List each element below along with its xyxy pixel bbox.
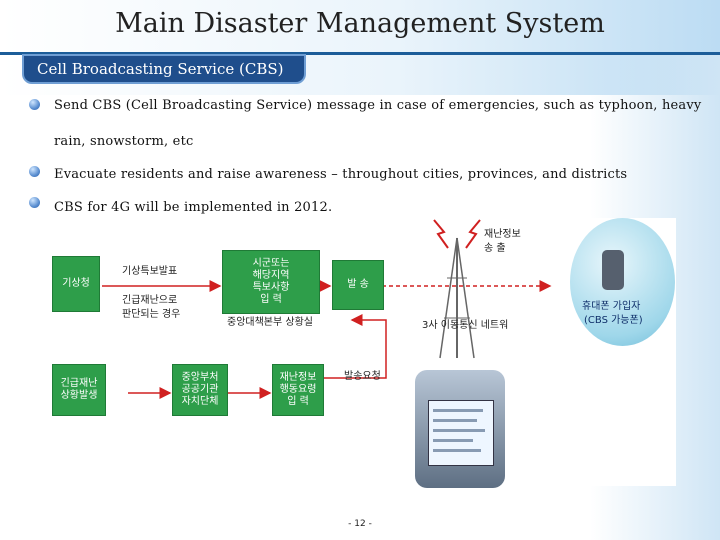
- label-emergency-judged-1: 긴급재난으로: [122, 295, 178, 306]
- bullet-icon: [29, 166, 40, 177]
- phone-illustration: [415, 370, 505, 488]
- label-disaster-info-1: 재난정보: [484, 229, 521, 240]
- bullet-icon: [29, 197, 40, 208]
- label-weather-alert: 기상특보발표: [122, 266, 178, 277]
- label-subscriber-1: 휴대폰 가입자: [582, 301, 641, 312]
- box-send: 발 송: [332, 260, 384, 310]
- label-disaster-info-2: 송 출: [484, 243, 506, 254]
- label-request-send: 발송요청: [344, 371, 381, 382]
- label-central-room: 중앙대책본부 상황실: [227, 317, 313, 328]
- bullet-icon: [29, 99, 40, 110]
- section-tab: Cell Broadcasting Service (CBS): [22, 54, 306, 84]
- label-emergency-judged-2: 판단되는 경우: [122, 309, 181, 320]
- label-network: 3사 이동통신 네트워: [422, 320, 509, 331]
- label-subscriber-2: (CBS 가능폰): [584, 315, 643, 326]
- box-emergency: 긴급재난 상황발생: [52, 364, 106, 416]
- box-agencies: 중앙부처 공공기관 자치단체: [172, 364, 228, 416]
- title-underline: [0, 52, 720, 55]
- box-disaster-info: 재난정보 행동요령 입 력: [272, 364, 324, 416]
- box-kma: 기상청: [52, 256, 100, 312]
- bullet-text-2: Evacuate residents and raise awareness –…: [54, 167, 628, 182]
- cbs-flow-diagram: 기상청 기상특보발표 긴급재난으로 판단되는 경우 시군또는 해당지역 특보사항…: [52, 218, 676, 488]
- diagram-arrows: [102, 219, 552, 399]
- bullet-text-1: Send CBS (Cell Broadcasting Service) mes…: [54, 98, 702, 113]
- bullet-text-1-cont: rain, snowstorm, etc: [54, 134, 194, 149]
- box-local-alert: 시군또는 해당지역 특보사항 입 력: [222, 250, 320, 314]
- page-number: - 12 -: [348, 519, 372, 529]
- slide-title: Main Disaster Management System: [115, 8, 605, 39]
- phone-screen: [428, 400, 494, 466]
- bullet-text-3: CBS for 4G will be implemented in 2012.: [54, 200, 333, 215]
- mobile-phone-icon: [602, 250, 624, 290]
